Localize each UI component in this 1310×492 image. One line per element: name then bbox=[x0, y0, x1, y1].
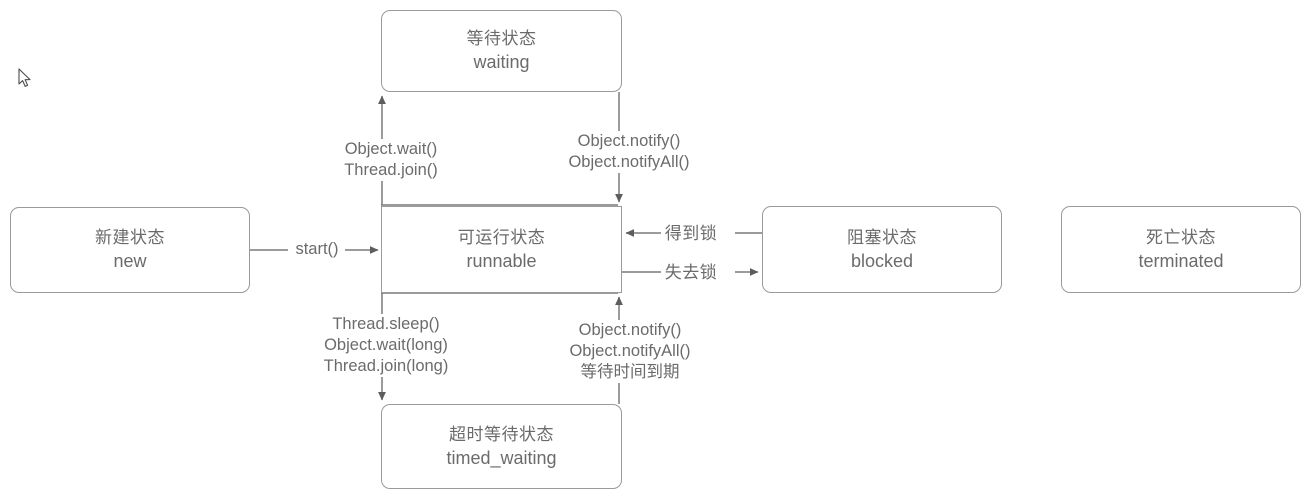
node-runnable-en: runnable bbox=[466, 250, 537, 271]
edge-label-object-notify-all-2: Object.notifyAll() bbox=[569, 342, 691, 360]
edge-label-object-notify-all: Object.notifyAll() bbox=[568, 153, 690, 171]
node-terminated[interactable]: 死亡状态 terminated bbox=[1061, 206, 1301, 293]
edge-label-thread-sleep: Thread.sleep() bbox=[332, 315, 440, 333]
node-new[interactable]: 新建状态 new bbox=[10, 207, 250, 293]
node-blocked-en: blocked bbox=[850, 250, 914, 271]
edge-label-waiting-to-runnable: Object.notify() Object.notifyAll() bbox=[549, 131, 709, 173]
node-runnable-cn: 可运行状态 bbox=[457, 227, 546, 247]
edge-label-runnable-to-timed-waiting: Thread.sleep() Object.wait(long) Thread.… bbox=[318, 314, 454, 377]
node-waiting-cn: 等待状态 bbox=[466, 29, 537, 48]
node-waiting[interactable]: 等待状态 waiting bbox=[381, 10, 622, 92]
edge-label-runnable-to-waiting: Object.wait() Thread.join() bbox=[326, 139, 456, 181]
edge-label-object-notify: Object.notify() bbox=[577, 132, 681, 150]
edge-label-acquire-lock-text: 得到锁 bbox=[664, 224, 718, 243]
edge-label-start-line1: start() bbox=[295, 240, 339, 258]
node-terminated-en: terminated bbox=[1138, 250, 1224, 271]
node-terminated-cn: 死亡状态 bbox=[1146, 227, 1216, 247]
node-timed-waiting-en: timed_waiting bbox=[446, 447, 557, 468]
node-runnable[interactable]: 可运行状态 runnable bbox=[381, 206, 622, 293]
edge-label-acquire-lock: 得到锁 bbox=[661, 223, 721, 244]
node-blocked-cn: 阻塞状态 bbox=[847, 227, 917, 247]
edge-label-object-wait: Object.wait() bbox=[344, 140, 438, 158]
edge-label-thread-join-long: Thread.join(long) bbox=[323, 357, 449, 375]
node-timed-waiting[interactable]: 超时等待状态 timed_waiting bbox=[381, 404, 622, 489]
edge-label-thread-join: Thread.join() bbox=[344, 161, 438, 179]
edge-label-start: start() bbox=[290, 239, 344, 260]
node-new-en: new bbox=[113, 251, 147, 271]
edge-label-object-wait-long: Object.wait(long) bbox=[324, 336, 448, 354]
node-waiting-en: waiting bbox=[473, 52, 530, 72]
node-new-cn: 新建状态 bbox=[95, 228, 165, 247]
edge-label-timed-waiting-to-runnable: Object.notify() Object.notifyAll() 等待时间到… bbox=[550, 320, 710, 383]
edge-label-lose-lock: 失去锁 bbox=[661, 262, 721, 283]
edge-label-lose-lock-text: 失去锁 bbox=[664, 263, 718, 282]
edge-label-object-notify-2: Object.notify() bbox=[578, 321, 682, 339]
node-blocked[interactable]: 阻塞状态 blocked bbox=[762, 206, 1002, 293]
node-timed-waiting-cn: 超时等待状态 bbox=[449, 424, 554, 444]
edge-label-wait-timeout: 等待时间到期 bbox=[580, 363, 680, 381]
